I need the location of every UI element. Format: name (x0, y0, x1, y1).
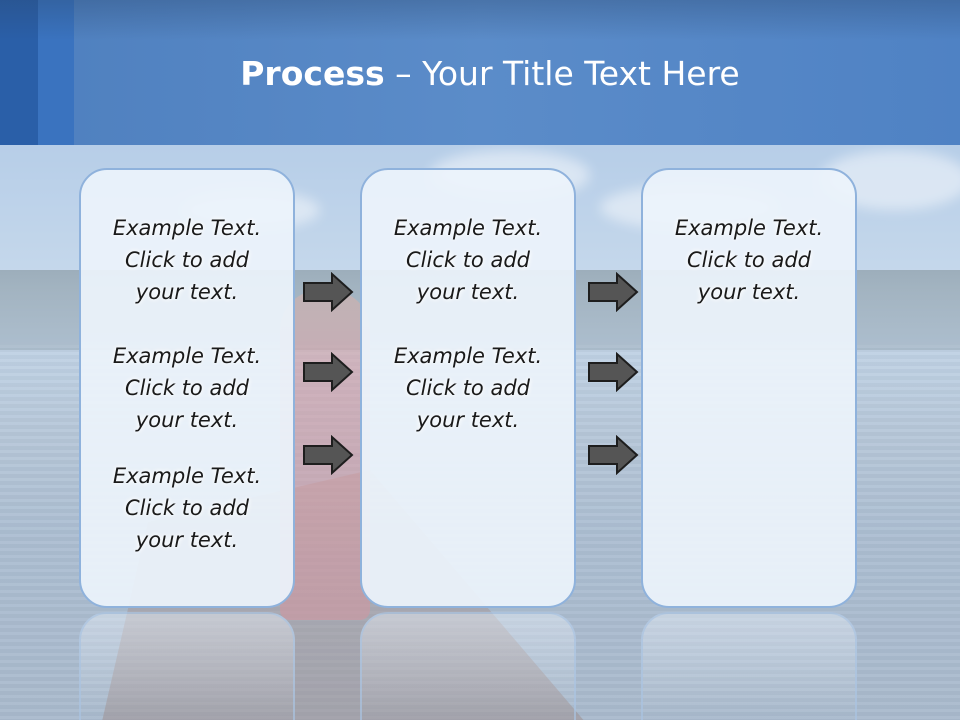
text-line: Click to add (124, 496, 249, 520)
right-arrow-icon[interactable] (587, 272, 639, 312)
panel-reflection (360, 612, 576, 720)
header-bar (0, 0, 960, 145)
text-block[interactable]: Example Text. Click to add your text. (81, 340, 293, 436)
slide-title[interactable]: Process – Your Title Text Here (0, 52, 960, 96)
text-line: Click to add (405, 248, 530, 272)
text-line: Example Text. (393, 216, 543, 240)
text-line: Example Text. (112, 344, 262, 368)
text-block[interactable]: Example Text. Click to add your text. (81, 212, 293, 308)
text-line: your text. (416, 408, 520, 432)
text-line: Click to add (124, 248, 249, 272)
right-arrow-icon[interactable] (302, 272, 354, 312)
text-line: Click to add (686, 248, 811, 272)
text-line: Example Text. (674, 216, 824, 240)
text-line: Click to add (124, 376, 249, 400)
text-line: your text. (135, 528, 239, 552)
panel-reflection (79, 612, 295, 720)
text-block[interactable]: Example Text. Click to add your text. (362, 340, 574, 436)
title-bold: Process (240, 54, 385, 93)
right-arrow-icon[interactable] (302, 352, 354, 392)
title-rest: – Your Title Text Here (384, 54, 740, 93)
right-arrow-icon[interactable] (302, 435, 354, 475)
text-line: your text. (135, 280, 239, 304)
text-line: Click to add (405, 376, 530, 400)
text-line: your text. (416, 280, 520, 304)
text-line: Example Text. (112, 464, 262, 488)
text-block[interactable]: Example Text. Click to add your text. (81, 460, 293, 556)
right-arrow-icon[interactable] (587, 352, 639, 392)
text-line: your text. (697, 280, 801, 304)
text-line: Example Text. (112, 216, 262, 240)
process-panel-3[interactable]: Example Text. Click to add your text. (641, 168, 857, 608)
text-block[interactable]: Example Text. Click to add your text. (362, 212, 574, 308)
panel-reflection (641, 612, 857, 720)
text-line: Example Text. (393, 344, 543, 368)
process-panel-2[interactable]: Example Text. Click to add your text. Ex… (360, 168, 576, 608)
process-panel-1[interactable]: Example Text. Click to add your text. Ex… (79, 168, 295, 608)
text-block[interactable]: Example Text. Click to add your text. (643, 212, 855, 308)
right-arrow-icon[interactable] (587, 435, 639, 475)
text-line: your text. (135, 408, 239, 432)
